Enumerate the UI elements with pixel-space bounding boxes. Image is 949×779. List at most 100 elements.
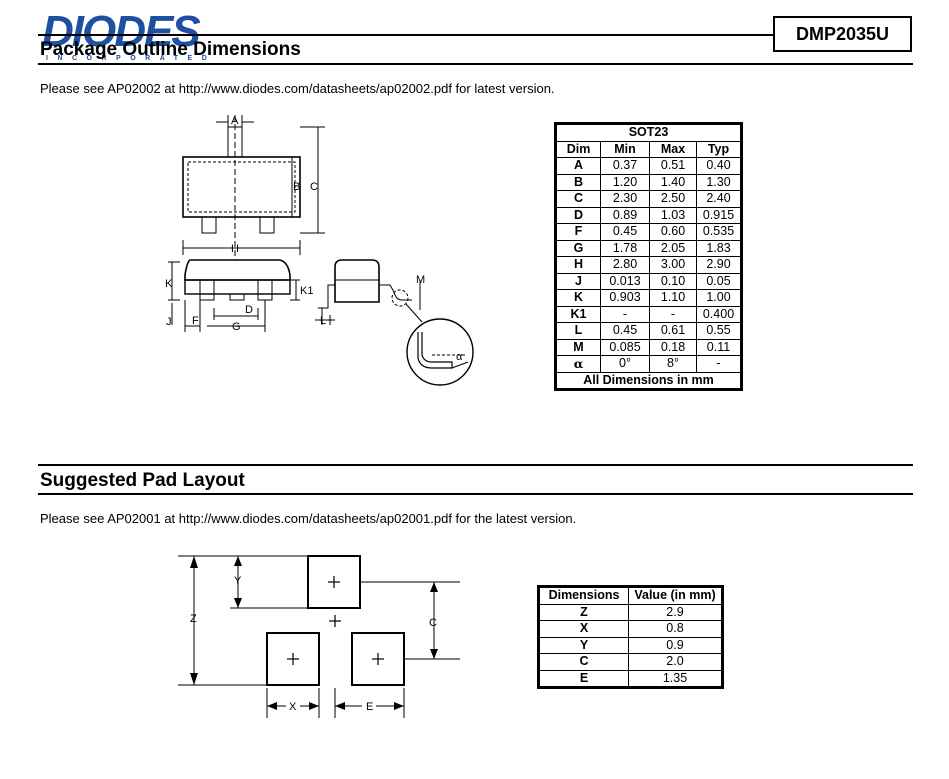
max-cell: 1.40 [649, 173, 697, 191]
max-cell: - [649, 305, 697, 323]
bottom-lead-left [201, 216, 217, 234]
min-cell: 0° [600, 355, 650, 373]
sot23-header-min: Min [600, 140, 650, 158]
label-k: K [165, 278, 173, 290]
min-cell: 2.80 [600, 256, 650, 274]
label-d: D [245, 304, 253, 316]
min-cell: 1.78 [600, 239, 650, 257]
sot23-header-typ: Typ [696, 140, 741, 158]
side-lead-right [257, 279, 273, 301]
max-cell: 0.18 [649, 338, 697, 356]
label-j: J [166, 316, 172, 328]
side-lead-left [199, 279, 215, 301]
label-x: X [289, 701, 297, 713]
max-cell: 0.61 [649, 322, 697, 340]
dim-cell: D [556, 206, 601, 224]
value-cell: 1.35 [628, 669, 722, 687]
sot23-table-title: SOT23 [556, 124, 741, 142]
section1-rule [38, 63, 913, 65]
typ-cell: 0.55 [696, 322, 741, 340]
dim-cell: F [556, 223, 601, 241]
dim-cell: Z [539, 603, 629, 621]
label-g: G [232, 321, 241, 333]
label-f: F [192, 315, 199, 327]
dim-cell: H [556, 256, 601, 274]
max-cell: 2.50 [649, 190, 697, 208]
dim-cell: L [556, 322, 601, 340]
label-e: E [366, 701, 373, 713]
min-cell: 0.89 [600, 206, 650, 224]
value-cell: 2.9 [628, 603, 722, 621]
dim-cell: B [556, 173, 601, 191]
diodes-logo: DIODES [42, 7, 201, 56]
min-cell: 0.013 [600, 272, 650, 290]
detail-circle [406, 318, 474, 386]
value-cell: 0.8 [628, 620, 722, 638]
dim-cell: A [556, 157, 601, 175]
label-c: C [310, 181, 318, 193]
typ-cell: 0.535 [696, 223, 741, 241]
side-lead-center [229, 293, 245, 301]
table-row: K1--0.400 [556, 305, 741, 323]
label-b: B [293, 181, 300, 193]
min-cell: 0.45 [600, 223, 650, 241]
logo-subtitle: INCORPORATED [46, 55, 217, 62]
max-cell: 0.60 [649, 223, 697, 241]
value-cell: 0.9 [628, 636, 722, 654]
min-cell: 1.20 [600, 173, 650, 191]
label-m: M [416, 274, 425, 286]
dim-cell: K [556, 289, 601, 307]
label-k1: K1 [300, 285, 313, 297]
top-view-body [182, 156, 301, 218]
label-z: Z [190, 613, 197, 625]
min-cell: 0.085 [600, 338, 650, 356]
max-cell: 0.10 [649, 272, 697, 290]
max-cell: 1.03 [649, 206, 697, 224]
label-alpha: α [456, 351, 463, 363]
dim-cell: α [556, 355, 601, 373]
label-l: L [320, 315, 326, 327]
pad-bottom-left [266, 632, 320, 686]
end-view-body [334, 259, 380, 303]
sot23-header-dim: Dim [556, 140, 601, 158]
label-a: A [231, 115, 239, 127]
min-cell: - [600, 305, 650, 323]
dim-cell: K1 [556, 305, 601, 323]
min-cell: 2.30 [600, 190, 650, 208]
label-y: Y [234, 575, 242, 587]
sot23-table-footer: All Dimensions in mm [556, 371, 741, 389]
dim-cell: C [539, 653, 629, 671]
typ-cell: 1.30 [696, 173, 741, 191]
top-view-inner [187, 161, 296, 213]
max-cell: 0.51 [649, 157, 697, 175]
section-title-package-outline: Package Outline Dimensions [40, 39, 301, 60]
package-outline-drawing: A B C H K K1 J F D G L M α [165, 115, 474, 386]
dim-cell: M [556, 338, 601, 356]
max-cell: 2.05 [649, 239, 697, 257]
min-cell: 0.903 [600, 289, 650, 307]
typ-cell: 0.05 [696, 272, 741, 290]
min-cell: 0.37 [600, 157, 650, 175]
typ-cell: 0.40 [696, 157, 741, 175]
header-rule [38, 34, 774, 36]
max-cell: 1.10 [649, 289, 697, 307]
typ-cell: 0.11 [696, 338, 741, 356]
section-title-pad-layout: Suggested Pad Layout [40, 470, 245, 491]
value-cell: 2.0 [628, 653, 722, 671]
typ-cell: 2.40 [696, 190, 741, 208]
typ-cell: 2.90 [696, 256, 741, 274]
